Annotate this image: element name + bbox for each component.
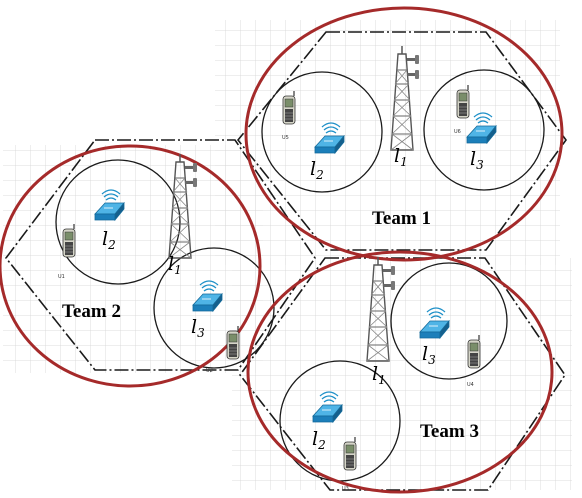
zone-circle-t2-l3 <box>153 247 275 369</box>
team-label-2: Team 2 <box>62 301 121 322</box>
zone-circle-t1-l3 <box>423 69 545 191</box>
team-boundaries <box>0 6 564 494</box>
user-label: U4 <box>467 382 474 388</box>
location-label-t3-l1: l1 <box>372 363 386 387</box>
location-label-t1-l3: l3 <box>470 148 484 172</box>
grid-team-1 <box>215 20 560 265</box>
user-label: U1 <box>58 274 65 280</box>
location-label-t1-l2: l2 <box>310 158 324 182</box>
user-label: U3 <box>342 486 349 492</box>
hexagon-team-1 <box>236 31 567 251</box>
mobile-phone-icon <box>467 334 481 369</box>
hexagon-cells <box>4 31 567 491</box>
team-label-1: Team 1 <box>372 208 431 229</box>
mobile-phone-icon <box>62 223 76 258</box>
zone-circle-t1-l2 <box>261 71 383 193</box>
mobile-phone-icon <box>343 436 357 471</box>
mobile-phone-icon <box>282 90 296 125</box>
team-boundary-2 <box>0 144 262 388</box>
team-boundary-3 <box>246 250 554 494</box>
location-label-t2-l2: l2 <box>102 228 116 252</box>
location-label-t2-l1: l1 <box>168 253 182 277</box>
zone-circles <box>55 69 545 482</box>
mobile-phone-icon <box>456 84 470 119</box>
user-label: U6 <box>454 129 461 135</box>
hexagon-team-3 <box>238 257 566 491</box>
zone-circle-t3-l3 <box>390 262 508 380</box>
hexagon-team-2 <box>4 139 316 371</box>
location-label-t3-l3: l3 <box>422 343 436 367</box>
mobile-phone-icon <box>226 325 240 360</box>
location-label-t2-l3: l3 <box>191 316 205 340</box>
team-label-3: Team 3 <box>420 421 479 442</box>
location-labels: l1 l2 l3 l1 l2 l3 l1 l2 l3 <box>102 145 484 452</box>
location-label-t3-l2: l2 <box>312 428 326 452</box>
team-boundary-1 <box>244 6 564 262</box>
grid-team-3 <box>232 258 572 490</box>
location-label-t1-l1: l1 <box>394 145 408 169</box>
grid-team-2 <box>3 145 263 373</box>
user-label: U5 <box>282 135 289 141</box>
zone-circle-t2-l2 <box>55 159 181 285</box>
grid-background <box>3 20 572 490</box>
user-label: U2 <box>206 368 213 374</box>
